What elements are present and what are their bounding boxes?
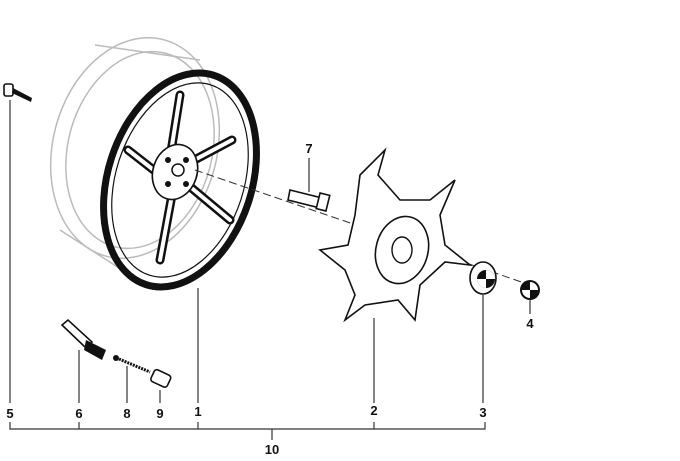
callout-3: 3: [479, 405, 486, 420]
callout-7: 7: [305, 141, 312, 156]
callout-5: 5: [6, 406, 13, 421]
callout-1: 1: [194, 404, 201, 419]
leader-lines: [9, 100, 531, 440]
emblem: [520, 280, 540, 300]
callout-2: 2: [370, 403, 377, 418]
wheel-bolt: [287, 189, 331, 212]
wheel-cover: [318, 147, 473, 323]
valve-stem: [60, 318, 106, 360]
valve-cap: [150, 368, 172, 388]
callout-4: 4: [526, 316, 534, 331]
bolt: [3, 83, 32, 102]
valve-core: [113, 355, 151, 374]
wheel-rim: [100, 69, 260, 291]
hub-cap: [469, 261, 497, 295]
callout-8: 8: [123, 406, 130, 421]
callout-9: 9: [156, 406, 163, 421]
callout-6: 6: [75, 406, 82, 421]
callout-10: 10: [265, 442, 279, 457]
